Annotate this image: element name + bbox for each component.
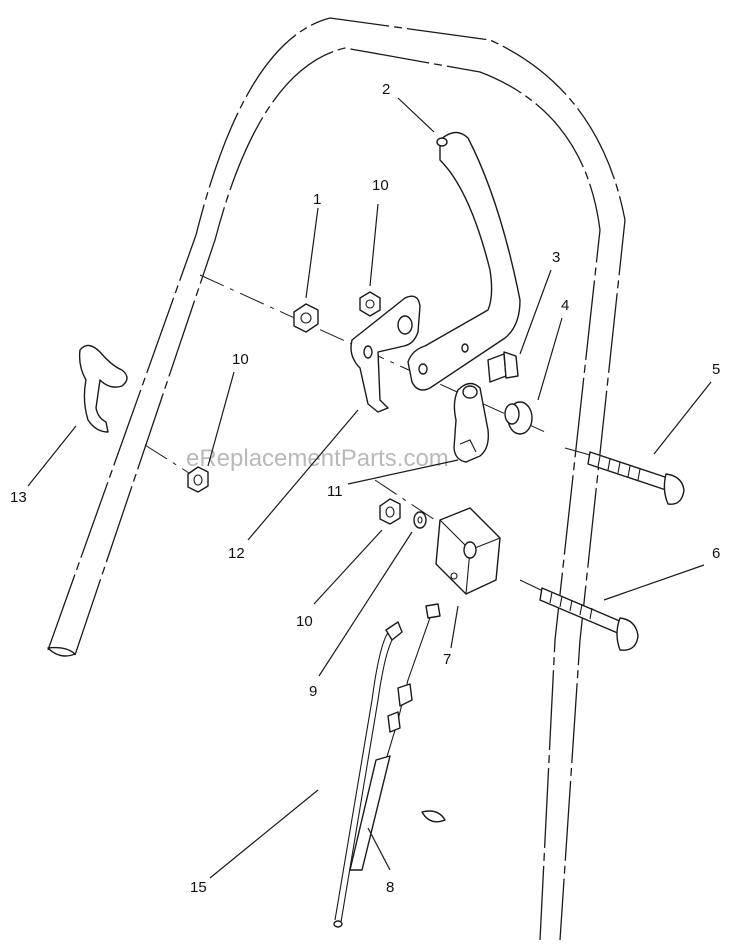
bracket-part-12 (350, 295, 421, 413)
callout-10-left: 10 (232, 351, 249, 368)
washer-part-9 (413, 511, 427, 529)
callout-13: 13 (10, 489, 27, 506)
cable-block-part-7 (435, 507, 501, 595)
callout-9: 9 (309, 683, 317, 700)
handle-outline (47, 17, 626, 941)
leader-lines (27, 97, 712, 879)
cable-guide-part-13 (78, 344, 128, 433)
nut-part-1 (293, 303, 319, 333)
bolt-part-3 (487, 351, 519, 383)
callout-4: 4 (561, 297, 569, 314)
cable-part-8 (349, 603, 441, 871)
callout-7: 7 (443, 651, 451, 668)
callout-15: 15 (190, 879, 207, 896)
nut-part-10-left (187, 466, 209, 493)
carriage-bolt-part-5 (587, 451, 685, 505)
nut-part-10-lower (379, 498, 401, 525)
callout-12: 12 (228, 545, 245, 562)
callout-6: 6 (712, 545, 720, 562)
callout-5: 5 (712, 361, 720, 378)
bushing-part-4 (504, 401, 533, 435)
callout-labels: 1 2 10 3 4 5 10 13 11 12 6 10 7 9 15 8 (10, 81, 720, 896)
latch-part-11 (453, 382, 490, 463)
callout-3: 3 (552, 249, 560, 266)
carriage-bolt-part-6 (539, 587, 639, 651)
callout-10-top: 10 (372, 177, 389, 194)
nut-part-10-top (359, 291, 381, 317)
control-bail-part-2 (407, 131, 521, 391)
callout-2: 2 (382, 81, 390, 98)
callout-1: 1 (313, 191, 321, 208)
callout-8: 8 (386, 879, 394, 896)
callout-11: 11 (327, 483, 343, 500)
callout-10-lower: 10 (296, 613, 313, 630)
cable-part-15 (333, 621, 403, 928)
